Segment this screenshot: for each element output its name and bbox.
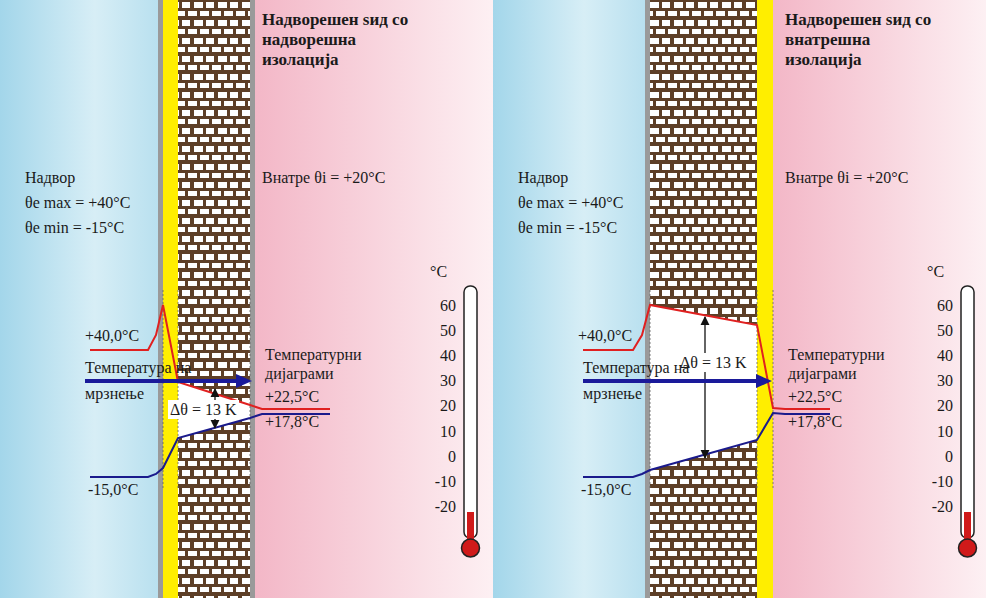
design-temperature: θe max = +40°C: [25, 193, 130, 212]
render-layer: [158, 0, 163, 598]
scale-unit: °C: [430, 262, 447, 281]
scale-number: 30: [917, 371, 953, 390]
delta-label: Δθ = 13 K: [168, 400, 239, 419]
outside-air: [493, 0, 645, 598]
panel-heading: Надворешен ѕид со надворешна изолација: [262, 10, 422, 70]
diagram-label: Температурни дијаграми: [788, 345, 898, 383]
scale-number: 40: [420, 346, 456, 365]
scale-number: 10: [420, 422, 456, 441]
scale-number: 40: [917, 346, 953, 365]
scale-number: -20: [917, 497, 953, 516]
temperature-value: +40,0°C: [85, 326, 139, 345]
diagram-label: Температурни дијаграми: [265, 345, 375, 383]
zone-label: Надвор: [518, 168, 568, 187]
render-layer: [645, 0, 650, 598]
thermometer-fluid: [467, 512, 474, 542]
insulation-layer: [757, 0, 773, 598]
freeze-arrow: [583, 379, 758, 383]
inside-air: [255, 0, 493, 598]
scale-number: 20: [420, 396, 456, 415]
freeze-arrow: [85, 379, 238, 383]
scale-number: 30: [420, 371, 456, 390]
design-temperature: θe max = +40°C: [518, 193, 623, 212]
temperature-value: +40,0°C: [578, 326, 632, 345]
inside-air: [773, 0, 986, 598]
temperature-value: -15,0°C: [88, 480, 138, 499]
scale-number: -20: [420, 497, 456, 516]
scale-number: -10: [420, 472, 456, 491]
thermometer-bulb: [462, 539, 480, 557]
insulation-layer: [163, 0, 178, 598]
scale-number: 10: [917, 422, 953, 441]
thermometer-fluid: [964, 512, 971, 542]
layer-boundaries: [163, 290, 250, 490]
scale-unit: °C: [927, 262, 944, 281]
scale-number: -10: [917, 472, 953, 491]
plaster-layer: [250, 0, 255, 598]
brick-wall: [178, 0, 250, 598]
temperature-value: +22,5°C: [788, 387, 842, 406]
zone-label: Надвор: [25, 168, 75, 187]
outside-air: [0, 0, 158, 598]
freeze-arrow-head: [756, 374, 772, 388]
thermometer-bulb: [959, 539, 977, 557]
scale-number: 0: [420, 447, 456, 466]
zone-label: Внатре θi = +20°C: [262, 168, 385, 187]
brick-wall: [650, 0, 757, 598]
design-temperature: θe min = -15°C: [25, 218, 124, 237]
scale-number: 20: [917, 396, 953, 415]
scale-number: 50: [917, 321, 953, 340]
freeze-label: Температура на мрзнење: [85, 355, 195, 407]
temperature-value: +17,8°C: [788, 412, 842, 431]
temperature-value: +22,5°C: [265, 387, 319, 406]
panel-heading: Надворешен ѕид со внатрешна изолација: [785, 10, 945, 70]
freeze-arrow-head: [236, 374, 252, 388]
temperature-value: +17,8°C: [265, 412, 319, 431]
temperature-value: -15,0°C: [581, 480, 631, 499]
scale-number: 0: [917, 447, 953, 466]
freeze-label: Температура на мрзнење: [583, 355, 693, 407]
scale-number: 60: [420, 296, 456, 315]
thermometer: [961, 286, 974, 538]
zone-label: Внатре θi = +20°C: [785, 168, 908, 187]
scale-number: 50: [420, 321, 456, 340]
delta-arrow: [704, 317, 705, 458]
layer-boundaries: [650, 290, 773, 490]
design-temperature: θe min = -15°C: [518, 218, 617, 237]
thermometer: [464, 286, 477, 538]
scale-number: 60: [917, 296, 953, 315]
